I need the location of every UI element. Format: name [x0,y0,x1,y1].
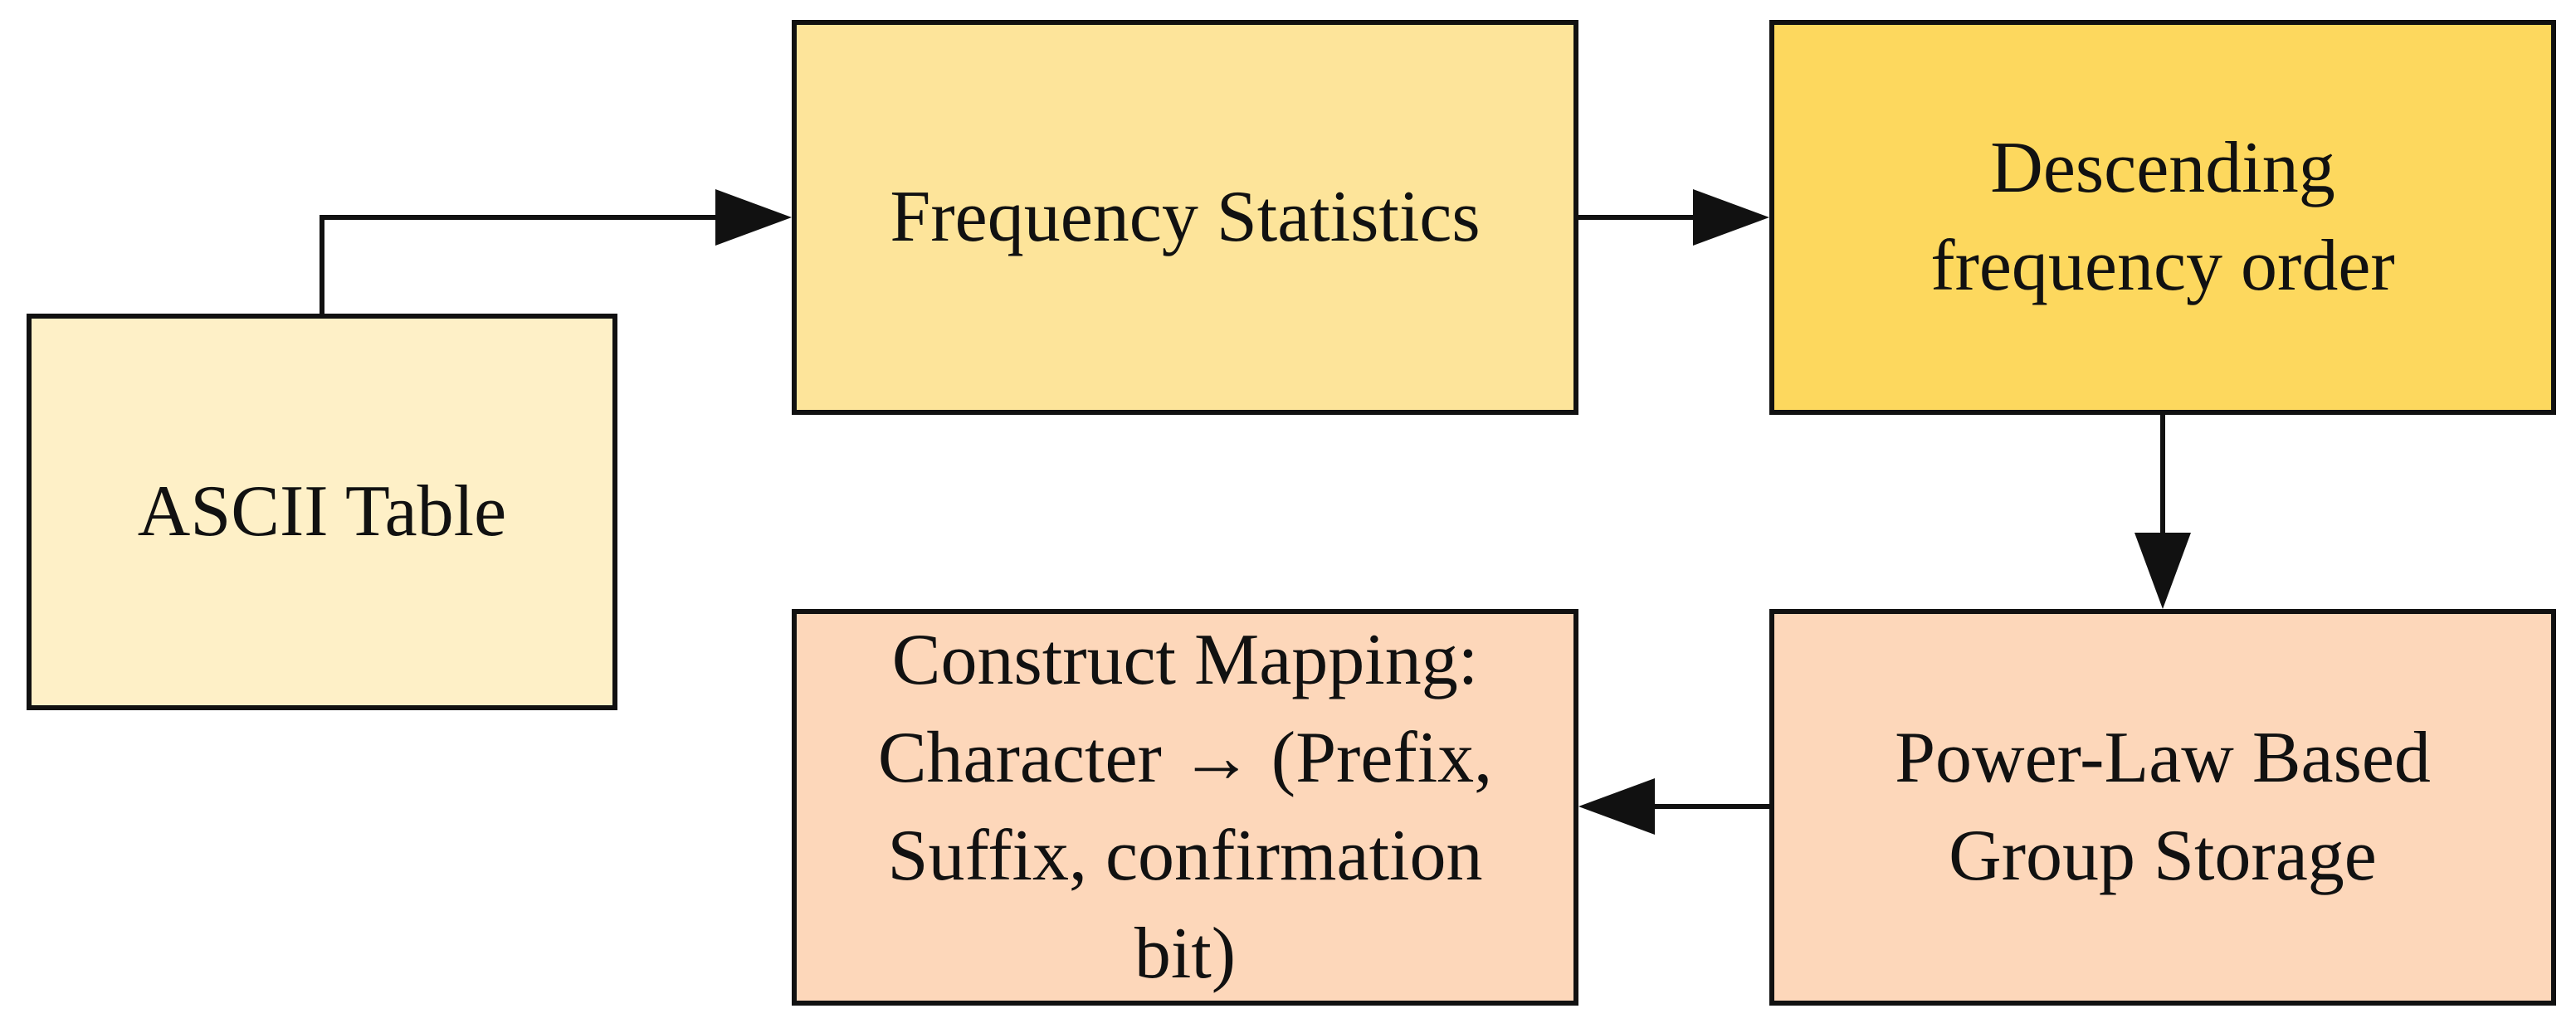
arrowhead-mapping [1578,778,1655,835]
node-desc-label-line-2: frequency order [1930,226,2395,306]
node-power-law-group-storage: Power-Law Based Group Storage [1769,609,2556,1006]
node-freq-label-line-1: Frequency Statistics [890,177,1481,257]
arrowhead-powerlaw [2134,533,2191,609]
node-construct-mapping: Construct Mapping: Character → (Prefix, … [792,609,1578,1006]
edge-ascii-to-freq [320,215,724,314]
node-ascii-table: ASCII Table [27,314,617,710]
node-mapping-label-line-2: Character → (Prefix, [877,718,1493,798]
node-ascii-label-line-1: ASCII Table [137,471,507,552]
node-mapping-label-line-4: bit) [1134,914,1237,994]
node-descending-frequency-order: Descending frequency order [1769,20,2556,415]
node-powerlaw-label-line-1: Power-Law Based [1895,718,2431,798]
arrowhead-desc [1693,189,1769,246]
node-mapping-label-line-1: Construct Mapping: [891,620,1479,700]
node-frequency-statistics: Frequency Statistics [792,20,1578,415]
node-powerlaw-label-line-2: Group Storage [1949,816,2377,896]
arrowhead-freq [715,189,792,246]
node-desc-label-line-1: Descending [1990,128,2335,208]
node-mapping-label-line-3: Suffix, confirmation [887,816,1483,896]
